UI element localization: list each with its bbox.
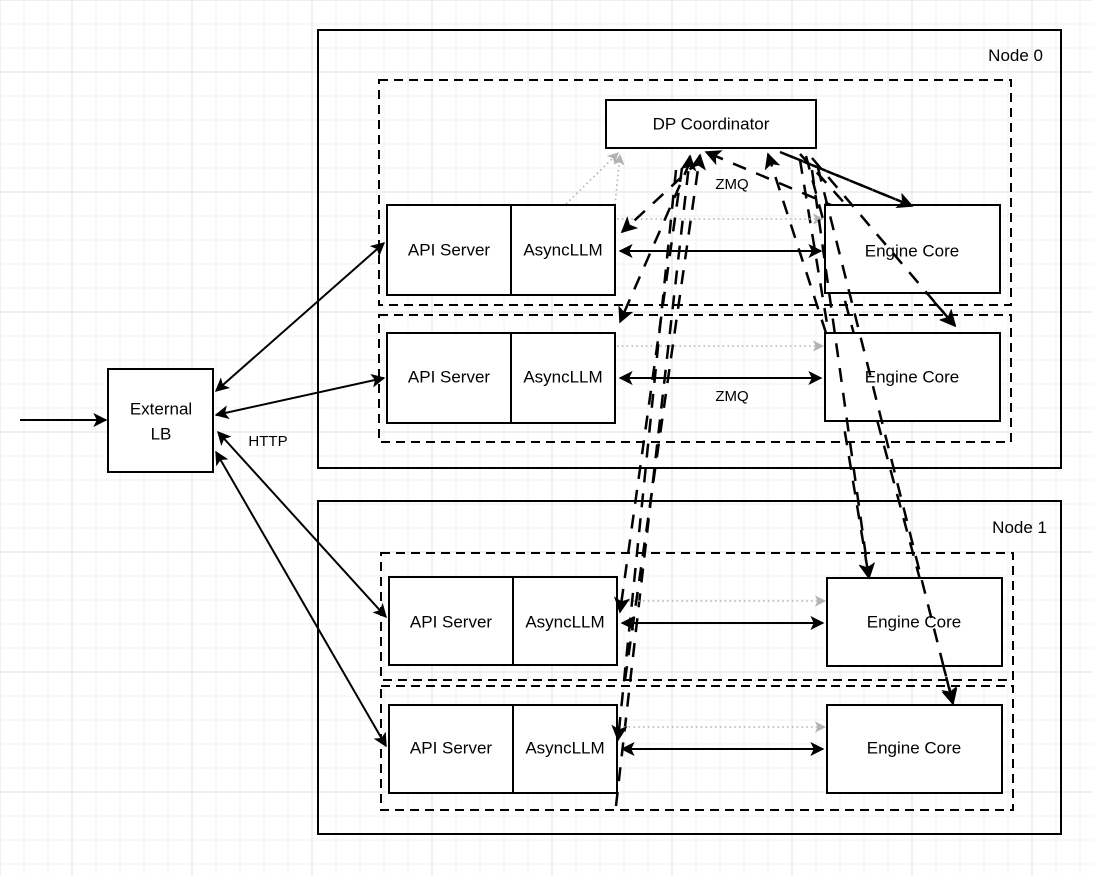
node0-group-1: API Server AsyncLLM Engine Core ZMQ: [386, 332, 1001, 424]
edge-coordinator-to-asyncllm-n1g1: [611, 169, 678, 742]
api-server-label-n0g1: API Server: [408, 367, 491, 386]
api-server-label-n1g1: API Server: [410, 738, 493, 757]
engine-core-label-n1g0: Engine Core: [867, 612, 962, 631]
engine-core-rect-n0g0[interactable]: [824, 204, 1001, 294]
api-server-box-n0g1[interactable]: API Server AsyncLLM: [386, 332, 616, 424]
engine-core-rect-n1g0[interactable]: [826, 577, 1003, 667]
node-1-container: Node 1: [317, 500, 1062, 835]
edge-coordinator-to-asyncllm-n0g0: [620, 159, 701, 234]
zmq-label-second: ZMQ: [715, 388, 748, 405]
api-server-label-n1g0: API Server: [410, 612, 493, 631]
engine-core-label-n1g1: Engine Core: [867, 738, 962, 757]
api-server-rect-n0g1[interactable]: [386, 332, 616, 424]
lb-to-api-server-edges: [214, 242, 387, 748]
edge-asyncllm-n0g0-to-coordinator-dotted: [613, 153, 625, 206]
edge-lb-to-api-n1g0: [217, 430, 387, 619]
node0-group-1-boundary: [378, 314, 1012, 443]
api-server-box-n0g0[interactable]: API Server AsyncLLM: [386, 204, 616, 296]
edge-lb-to-api-n0g1: [214, 373, 386, 420]
edge-lb-to-api-n1g1: [215, 450, 387, 748]
edge-engine-n1g1-to-coordinator: [614, 154, 697, 807]
node-1-label: Node 1: [992, 518, 1047, 537]
node1-group-0-boundary: [380, 552, 1014, 681]
edge-coordinator-to-engine-n0g1: [799, 153, 957, 327]
engine-core-rect-n1g1[interactable]: [826, 704, 1003, 794]
dp-coordinator-label: DP Coordinator: [653, 114, 770, 133]
node1-group-1: API Server AsyncLLM Engine Core: [388, 704, 1003, 794]
api-server-label-n0g0: API Server: [408, 240, 491, 259]
engine-core-label-n0g0: Engine Core: [865, 241, 960, 260]
edge-coordinator-to-engine-n1g0-head: [810, 169, 876, 580]
async-llm-label-n0g1: AsyncLLM: [523, 367, 602, 386]
async-llm-label-n1g1: AsyncLLM: [525, 738, 604, 757]
engine-core-rect-n0g1[interactable]: [824, 332, 1001, 422]
edge-lb-to-api-n0g0: [214, 242, 386, 392]
edge-coordinator-to-engine-n0g1-head: [811, 157, 957, 328]
edge-engine-n1g0-to-coordinator: [623, 153, 706, 681]
dp-coordinator-rect[interactable]: [605, 99, 817, 149]
api-server-rect-n0g0[interactable]: [386, 204, 616, 296]
edge-coordinator-to-engine-n1g1-head: [816, 167, 958, 706]
api-server-rect-n1g1[interactable]: [388, 704, 618, 794]
node0-group-0-boundary: [378, 79, 1012, 306]
api-server-box-n1g1[interactable]: API Server AsyncLLM: [388, 704, 618, 794]
async-llm-label-n1g0: AsyncLLM: [525, 612, 604, 631]
node-0-label: Node 0: [988, 46, 1043, 65]
engine-core-box-n1g0[interactable]: Engine Core: [826, 577, 1003, 667]
engine-core-box-n0g1[interactable]: Engine Core: [824, 332, 1001, 422]
api-server-rect-n1g0[interactable]: [388, 576, 618, 666]
edge-coordinator-to-asyncllm-n0g1: [618, 161, 692, 324]
edge-coordinator-to-asyncllm-n1g0: [613, 167, 684, 614]
edge-coordinator-to-engine-n0g0-head: [789, 154, 914, 208]
async-llm-label-n0g0: AsyncLLM: [523, 240, 602, 259]
http-label: HTTP: [248, 433, 287, 450]
edge-asyncllm-n0g0-coordinator-dotted-diag: [565, 152, 619, 205]
engine-core-box-n0g0[interactable]: Engine Core: [824, 204, 1001, 294]
external-lb-label-line1: External: [130, 399, 192, 418]
engine-core-box-n1g1[interactable]: Engine Core: [826, 704, 1003, 794]
node1-group-1-boundary: [380, 685, 1014, 811]
overlay-arrowheads: [611, 154, 958, 742]
external-lb-box[interactable]: External LB: [107, 368, 214, 473]
dp-coordinator-box[interactable]: DP Coordinator: [605, 99, 817, 149]
node1-group-0: API Server AsyncLLM Engine Core: [388, 576, 1003, 667]
external-lb-rect[interactable]: [107, 368, 214, 473]
api-server-box-n1g0[interactable]: API Server AsyncLLM: [388, 576, 618, 666]
zmq-label-top: ZMQ: [715, 176, 748, 193]
engine-core-label-n0g1: Engine Core: [865, 367, 960, 386]
external-lb-label-line2: LB: [151, 424, 172, 443]
edge-coordinator-to-engine-n1g1: [804, 155, 958, 704]
node0-group-0: API Server AsyncLLM Engine Core: [386, 152, 1001, 296]
edge-engine-n0g1-to-coordinator: [764, 152, 828, 334]
